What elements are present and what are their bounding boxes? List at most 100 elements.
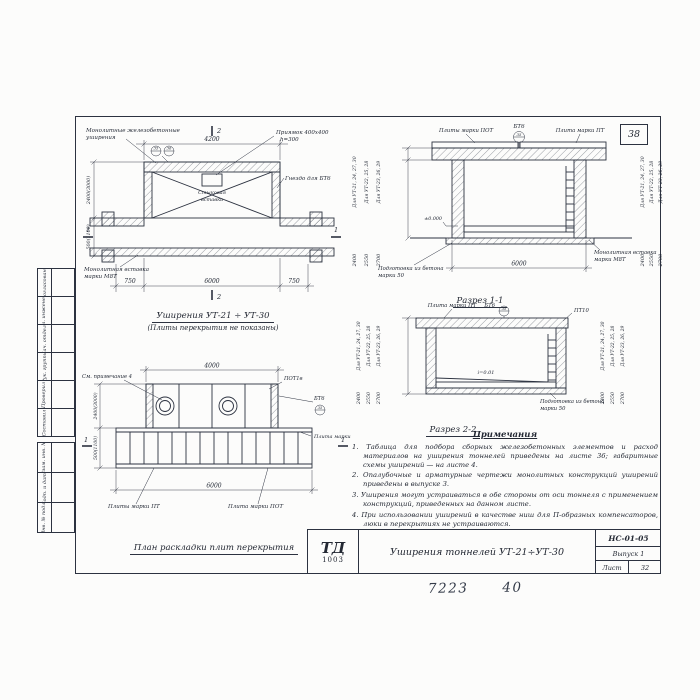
- left-stamp-lower: Взам. инв. № Подп. и дата Инв. № подл.: [37, 442, 75, 533]
- stamp-row: Подп. и дата: [38, 472, 74, 502]
- rotated-variant-dim: 2550: [649, 253, 655, 268]
- section-2-2-labels: Плита марки ПТ БТ6 35 ПТ10 i=0.01 Подгот…: [356, 303, 626, 412]
- stamp-label-cell: Согласовано: [38, 269, 52, 296]
- label-pot1v: ПОТ1в: [283, 376, 303, 382]
- position-marker: 35: [318, 406, 323, 410]
- slab-layout-leaders: [123, 379, 326, 505]
- rotated-variant-dim: 2400: [640, 253, 646, 268]
- stamp-row-label: Нач. отдела: [41, 325, 48, 352]
- rotated-variant-label: Для УТ-22, 25, 28: [649, 161, 655, 205]
- section-mark-1-left: 1: [84, 436, 88, 444]
- section-1-1-caption-text: Разрез 1-1: [452, 296, 508, 308]
- slab-layout-geometry: [115, 383, 313, 469]
- stamp-label-cell: Нач. отдела: [38, 325, 52, 352]
- rotated-variant-dim: 2700: [376, 253, 382, 268]
- rotated-variant-dim: 2700: [658, 253, 663, 268]
- stamp-row-label: Инв. № подл.: [41, 503, 48, 532]
- logo-monogram: ТД: [320, 538, 346, 557]
- note-item-1: 1. Таблица для подбора сборных железобет…: [352, 443, 658, 469]
- stamp-row-label: Взам. инв. №: [41, 443, 48, 472]
- rotated-variant-dim: 2400: [356, 392, 362, 405]
- label-joint-insert-1: Стыковая: [198, 190, 226, 196]
- dim-left-lower: 500(1100): [85, 224, 92, 249]
- label-pot-plates: Плиты марки ПОТ: [438, 128, 494, 134]
- slab-layout-dimension-lines: [94, 366, 318, 494]
- sheet-number: 38: [627, 129, 641, 140]
- sheet-number-value: 32: [640, 563, 650, 572]
- plan-widening-caption-note: (Плиты перекрытия не показаны): [147, 324, 279, 332]
- logo-year: 1003: [322, 555, 344, 564]
- stamp-label-cell: Инв. № подл.: [38, 503, 52, 532]
- position-marker: 35: [502, 307, 507, 311]
- rotated-variant-label: Для УТ-22, 25, 28: [367, 326, 372, 368]
- section-2-2-dimension-lines: [402, 315, 426, 397]
- section-1-1-labels: Плиты марки ПОТ БТ6 35 Плита марки ПТ ±0…: [352, 124, 663, 279]
- section-mark-2-top: 2: [216, 127, 221, 135]
- stamp-row-label: Гл. инженер: [41, 297, 48, 324]
- note-item-3: 3. Уширения могут устраиваться в обе сто…: [352, 491, 658, 508]
- label-concrete-prep-1: Подготовка из бетона: [377, 265, 444, 272]
- section-1-1-geometry: [410, 141, 632, 245]
- dim-bottom: 6000: [206, 483, 221, 490]
- slab-layout-labels: См. примечание 4 ПОТ1в БТ6 35 Плита марк…: [82, 363, 352, 511]
- stamp-row-label: Согласовано: [41, 269, 48, 296]
- stamp-row: Составил: [38, 408, 74, 436]
- plan-widening-leaders: [119, 135, 285, 268]
- label-pit-depth: h=300: [280, 137, 299, 143]
- section-2-2-caption: Разрез 2-2: [398, 417, 508, 437]
- rotated-variant-label: Для УТ-21, 24, 27, 30: [357, 321, 362, 371]
- label-monolithic-insert-2: марки М8Т: [84, 274, 117, 280]
- plan-widening-geometry: [89, 161, 335, 263]
- rotated-variant-dim: 2700: [376, 392, 382, 405]
- label-monolithic-insert-2: марки М8Т: [594, 257, 626, 263]
- label-pt-plate-right: Плита марки ПТ: [313, 434, 352, 440]
- stamp-label-cell: Рук. группы: [38, 353, 52, 380]
- dim-bottom: 6000: [511, 261, 526, 268]
- label-bt6: БТ6: [313, 396, 325, 402]
- section-2-2-leaders: [443, 305, 573, 400]
- stamp-row: Инв. № подл.: [38, 502, 74, 532]
- dim-left-lower: 500(1100): [92, 436, 99, 460]
- label-concrete-prep-2: марки 50: [378, 273, 405, 279]
- section-2-2-caption-text: Разрез 2-2: [425, 425, 481, 437]
- note-item-2: 2. Опалубочные и арматурные чертежи моно…: [352, 471, 658, 489]
- dim-top: 4000: [203, 363, 219, 370]
- rotated-variant-dim: 2700: [620, 392, 626, 405]
- position-marker-b: 36: [167, 146, 172, 151]
- stamp-row: Взам. инв. №: [38, 443, 74, 472]
- section-mark-2-bottom: 2: [216, 293, 221, 301]
- rotated-variant-label: Для УТ-22, 25, 28: [364, 161, 370, 205]
- stamp-label-cell: Взам. инв. №: [38, 443, 52, 472]
- rotated-variant-label: Для УТ-23, 26, 29: [376, 161, 382, 205]
- rotated-variant-label: Для УТ-23, 26, 29: [658, 161, 663, 205]
- label-joint-insert-2: вставка: [201, 197, 223, 203]
- section-1-1-caption: Разрез 1-1: [425, 288, 535, 308]
- rotated-variant-dim: 2400: [600, 392, 606, 405]
- label-see-note-4: См. примечание 4: [82, 374, 132, 380]
- plan-widening-caption: Уширения УТ-21 ÷ УТ-30 (Плиты перекрытия…: [88, 303, 338, 332]
- rotated-variant-dim: 2550: [364, 253, 370, 268]
- rotated-variant-dim: 2400: [352, 253, 358, 268]
- label-pot-plate-bottom: Плита марки ПОТ: [227, 504, 283, 510]
- label-concrete-prep-2: марки 50: [540, 406, 566, 412]
- plan-widening-drawing: Монолитные железобетонные уширения Приям…: [83, 126, 341, 301]
- stamp-signature-cell: [52, 297, 74, 324]
- stamp-row-label: Рук. группы: [41, 353, 48, 380]
- stamp-signature-cell: [52, 503, 74, 532]
- title-block-logo: ТД 1003: [308, 530, 359, 574]
- label-monolithic-widening-1: Монолитные железобетонные: [85, 127, 181, 134]
- dim-bottom-mid: 6000: [204, 278, 219, 285]
- stamp-signature-cell: [52, 409, 74, 436]
- stamp-row: Нач. отдела: [38, 324, 74, 352]
- label-pt-plate: Плита марки ПТ: [555, 128, 605, 134]
- slab-layout-caption-text: План раскладки плит перекрытия: [129, 543, 299, 555]
- dim-top: 4200: [203, 136, 219, 143]
- stamp-signature-cell: [52, 353, 74, 380]
- label-bt6: БТ6: [512, 124, 525, 130]
- plan-widening-labels: Монолитные железобетонные уширения Приям…: [83, 127, 338, 301]
- section-mark-1-right: 1: [341, 436, 345, 444]
- stamp-signature-cell: [52, 381, 74, 408]
- stamp-signature-cell: [52, 443, 74, 472]
